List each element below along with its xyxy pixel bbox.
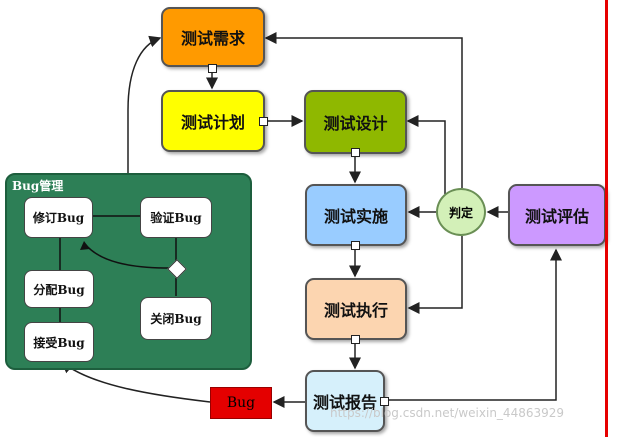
bug-fix[interactable]: 修订Bug xyxy=(24,197,93,238)
bug-verify[interactable]: 验证Bug xyxy=(140,197,212,238)
node-test-requirements[interactable]: 测试需求 xyxy=(161,7,265,67)
node-bug[interactable]: Bug xyxy=(210,387,272,419)
port-impl xyxy=(351,241,360,250)
watermark: https://blog.csdn.net/weixin_44863929 xyxy=(330,406,565,420)
node-test-implementation[interactable]: 测试实施 xyxy=(305,184,407,246)
bug-accept[interactable]: 接受Bug xyxy=(24,322,94,362)
node-test-evaluation[interactable]: 测试评估 xyxy=(508,184,606,246)
port-design xyxy=(351,148,360,157)
node-test-execution[interactable]: 测试执行 xyxy=(305,278,407,340)
port-req xyxy=(208,64,217,73)
node-test-design[interactable]: 测试设计 xyxy=(304,90,407,154)
arrow-judge-exec xyxy=(407,236,463,314)
right-edge-line xyxy=(605,0,608,437)
node-test-report[interactable]: 测试报告 xyxy=(305,370,385,432)
bug-close[interactable]: 关闭Bug xyxy=(140,297,212,340)
arrow-judge-req xyxy=(264,32,463,188)
bug-management-title: Bug管理 xyxy=(12,179,64,193)
arrow-judge-design xyxy=(406,115,446,194)
port-exec xyxy=(351,335,360,344)
arrow-bugmgmt-req xyxy=(127,35,162,173)
node-test-plan[interactable]: 测试计划 xyxy=(161,90,265,152)
bug-assign[interactable]: 分配Bug xyxy=(24,270,94,308)
node-judge[interactable]: 判定 xyxy=(436,188,486,236)
port-report xyxy=(380,397,389,406)
arrow-report-eval xyxy=(385,248,562,401)
port-plan xyxy=(259,117,268,126)
